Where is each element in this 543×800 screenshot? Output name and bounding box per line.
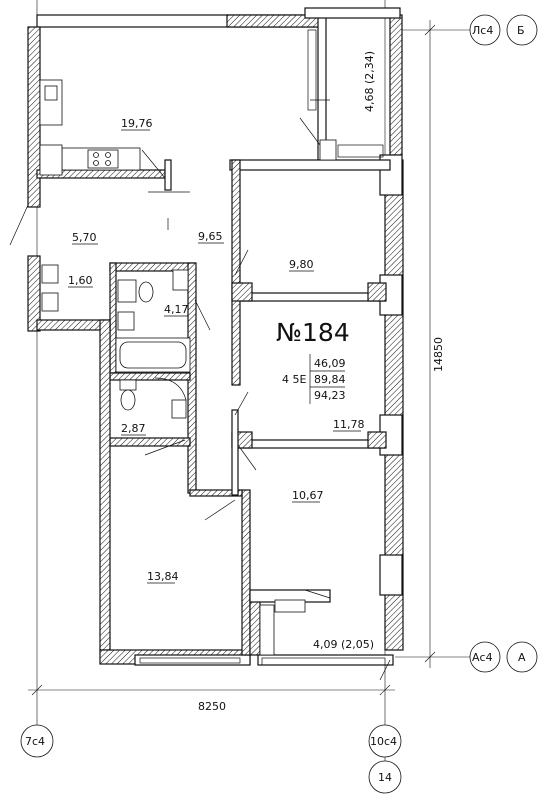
area-kitchen: 19,76 <box>121 117 153 130</box>
doors <box>9 29 391 681</box>
apartment-number: №184 <box>276 318 350 347</box>
axis-markers: Лс4 Б Ас4 А 7с4 10с4 14 <box>20 14 538 794</box>
area-corridor: 9,65 <box>198 230 223 243</box>
room-labels: 19,76 5,70 9,65 1,60 4,17 2,87 9,80 11,7… <box>68 51 376 651</box>
area-bath: 4,17 <box>164 303 189 316</box>
dimension-height: 14850 <box>432 337 445 372</box>
area-bedroom-low: 10,67 <box>292 489 324 502</box>
axis-bottom-right-left: Ас4 <box>472 651 493 664</box>
apartment-rooms-code: 4 5Е <box>282 373 306 386</box>
fixtures <box>39 79 337 656</box>
axis-bottom-right-right: А <box>518 651 526 664</box>
area-hall: 5,70 <box>72 231 97 244</box>
apartment-info: №184 4 5Е 46,09 89,84 94,23 <box>276 318 350 404</box>
apartment-area-living: 46,09 <box>314 357 346 370</box>
area-bedroom-mid: 11,78 <box>333 418 365 431</box>
axis-bottom-mid: 10с4 <box>370 735 397 748</box>
area-wardrobe: 1,60 <box>68 274 93 287</box>
dimension-width: 8250 <box>198 700 226 713</box>
apartment-area-with-balcony: 94,23 <box>314 389 346 402</box>
axis-top-left: Лс4 <box>472 24 493 37</box>
area-bedroom-top: 9,80 <box>289 258 314 271</box>
walls <box>27 7 404 666</box>
axis-bottom-left: 7с4 <box>25 735 45 748</box>
area-wc: 2,87 <box>121 422 146 435</box>
apartment-area-total: 89,84 <box>314 373 346 386</box>
area-loggia-top: 4,68 (2,34) <box>363 51 376 112</box>
axis-top-right: Б <box>517 24 525 37</box>
area-bedroom-left: 13,84 <box>147 570 179 583</box>
axis-bottom-mid-sub: 14 <box>378 771 392 784</box>
area-loggia-bottom: 4,09 (2,05) <box>313 638 374 651</box>
